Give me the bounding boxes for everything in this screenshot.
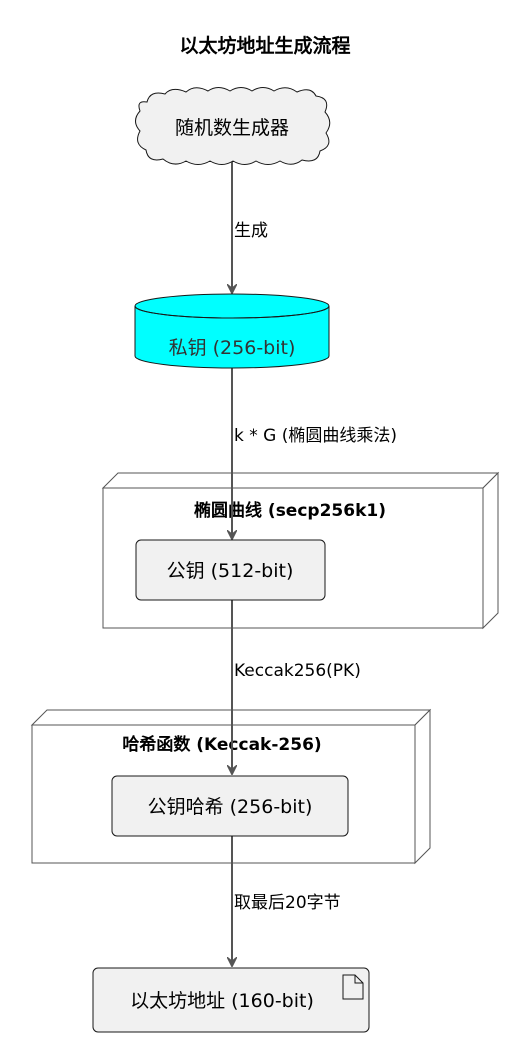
public-key-label: 公钥 (512-bit) bbox=[167, 560, 294, 582]
public-key-hash-box: 公钥哈希 (256-bit) bbox=[111, 775, 349, 837]
diagram-title: 以太坊地址生成流程 bbox=[179, 34, 350, 57]
rng-cloud: 随机数生成器 bbox=[135, 87, 331, 165]
edge-label-generate: 生成 bbox=[234, 221, 268, 241]
file-icon bbox=[342, 974, 364, 1000]
hash-group-label: 哈希函数 (Keccak-256) bbox=[122, 734, 321, 755]
rng-label: 随机数生成器 bbox=[175, 117, 289, 139]
public-key-box: 公钥 (512-bit) bbox=[135, 539, 326, 601]
edge-label-ec-multiply: k * G (椭圆曲线乘法) bbox=[234, 426, 397, 446]
curve-group-label: 椭圆曲线 (secp256k1) bbox=[194, 500, 386, 521]
public-key-hash-label: 公钥哈希 (256-bit) bbox=[148, 796, 313, 818]
edge-label-keccak: Keccak256(PK) bbox=[234, 661, 361, 681]
address-file: 以太坊地址 (160-bit) bbox=[92, 967, 370, 1033]
address-label: 以太坊地址 (160-bit) bbox=[130, 990, 314, 1012]
edge-label-last-20-bytes: 取最后20字节 bbox=[234, 893, 341, 913]
private-key-cylinder: 私钥 (256-bit) bbox=[134, 293, 330, 369]
private-key-label: 私钥 (256-bit) bbox=[169, 337, 296, 359]
